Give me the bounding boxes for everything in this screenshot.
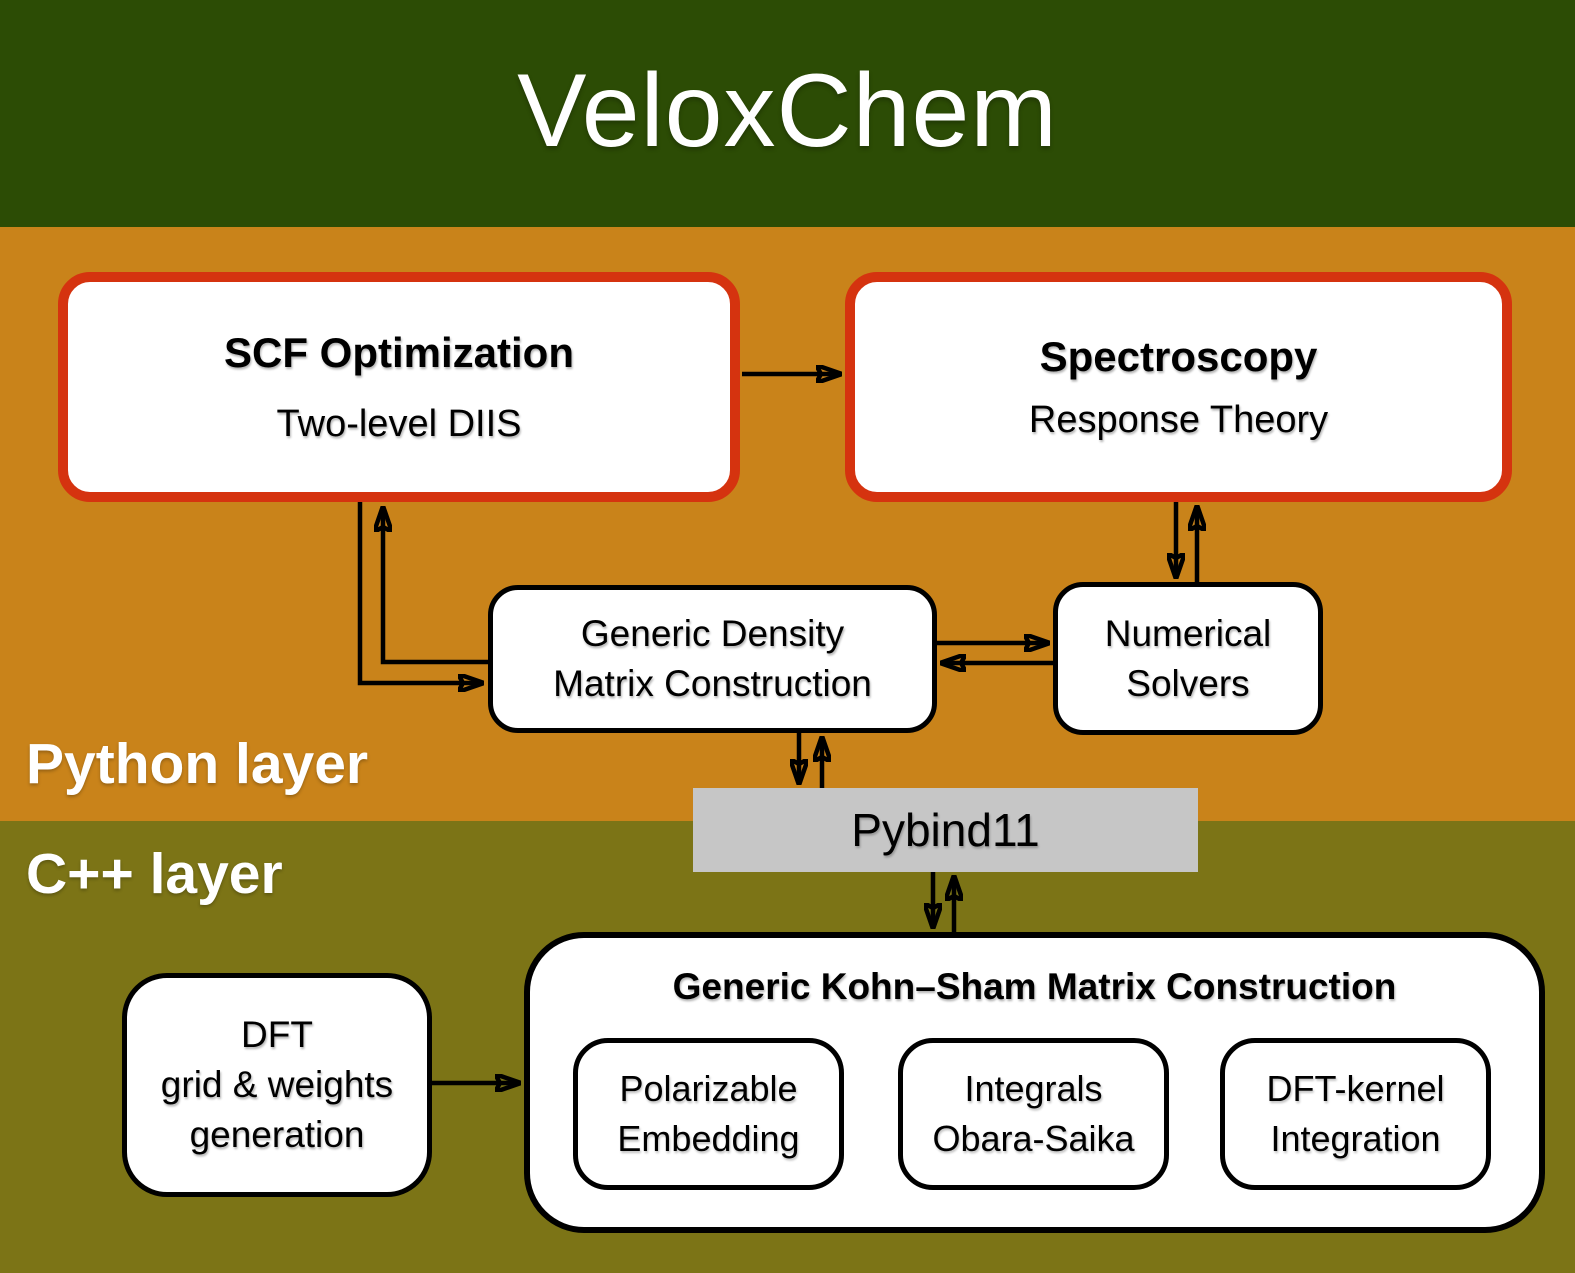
dft-grid-weights-box: DFT grid & weights generation: [122, 973, 432, 1197]
pybind11-label: Pybind11: [851, 804, 1040, 856]
header-band: [0, 0, 1575, 227]
cpp-layer-label: C++ layer: [26, 842, 283, 906]
page-title: VeloxChem: [517, 53, 1058, 169]
polarizable-embedding-box: Polarizable Embedding: [573, 1038, 844, 1190]
generic-density-matrix-box: Generic Density Matrix Construction: [488, 585, 937, 733]
pybind11-box: Pybind11: [693, 788, 1198, 872]
dft-kernel-integration-box: DFT-kernel Integration: [1220, 1038, 1491, 1190]
dft-kernel-line2: Integration: [1270, 1118, 1441, 1159]
integrals-line1: Integrals: [964, 1067, 1103, 1109]
dft-grid-line1: DFT: [241, 1014, 313, 1056]
solvers-line2: Solvers: [1126, 662, 1250, 704]
kohn-sham-matrix-box: Generic Kohn–Sham Matrix Construction Po…: [524, 932, 1545, 1233]
python-layer-label: Python layer: [26, 732, 369, 796]
integrals-line2: Obara-Saika: [932, 1118, 1135, 1159]
scf-optimization-box: SCF Optimization Two-level DIIS: [58, 272, 740, 502]
scf-title: SCF Optimization: [224, 328, 574, 376]
polarizable-line2: Embedding: [617, 1118, 800, 1159]
density-line2: Matrix Construction: [553, 663, 872, 704]
numerical-solvers-box: Numerical Solvers: [1053, 582, 1323, 735]
spectroscopy-subtitle: Response Theory: [1028, 398, 1329, 441]
solvers-line1: Numerical: [1104, 612, 1272, 654]
spectroscopy-box: Spectroscopy Response Theory: [845, 272, 1512, 502]
polarizable-line1: Polarizable: [619, 1067, 798, 1109]
dft-grid-line2: grid & weights: [160, 1064, 394, 1106]
integrals-obara-saika-box: Integrals Obara-Saika: [898, 1038, 1169, 1190]
kohn-sham-title: Generic Kohn–Sham Matrix Construction: [672, 966, 1397, 1007]
dft-kernel-line1: DFT-kernel: [1266, 1067, 1445, 1109]
density-line1: Generic Density: [580, 613, 845, 655]
dft-grid-line3: generation: [189, 1113, 365, 1155]
spectroscopy-title: Spectroscopy: [1039, 332, 1318, 380]
scf-subtitle: Two-level DIIS: [276, 402, 522, 445]
